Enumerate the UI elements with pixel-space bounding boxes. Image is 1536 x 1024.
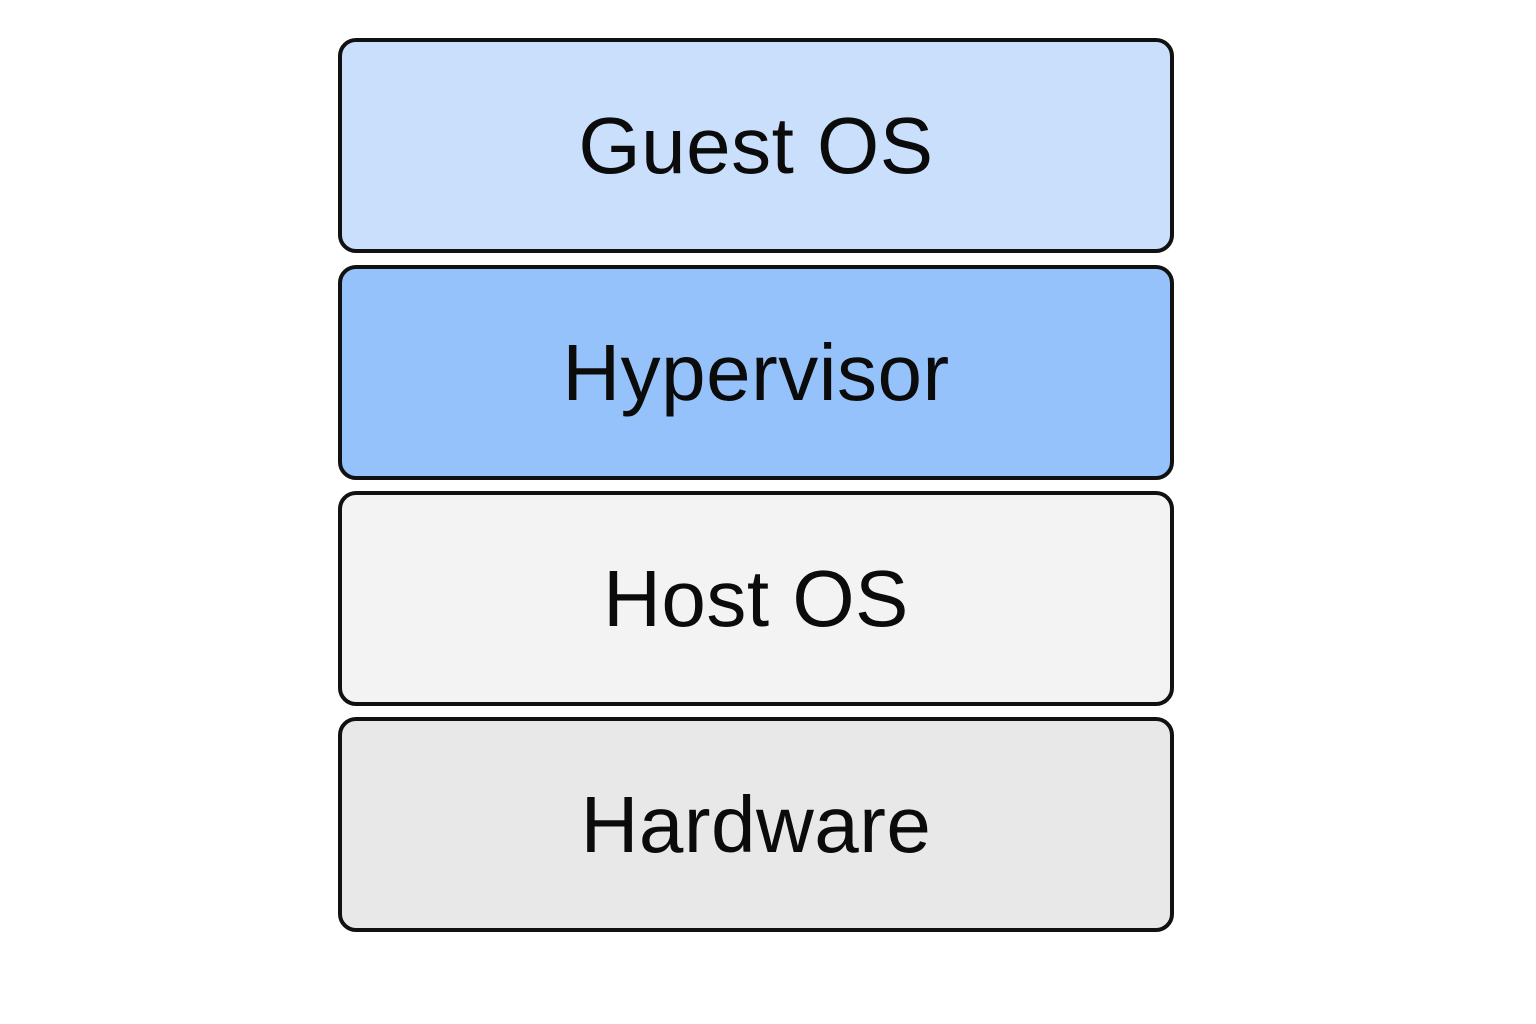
layer-guest-os: Guest OS xyxy=(338,38,1174,253)
layer-hypervisor: Hypervisor xyxy=(338,265,1174,480)
layer-label-host-os: Host OS xyxy=(603,553,909,643)
layer-label-hardware: Hardware xyxy=(580,779,932,869)
layer-host-os: Host OS xyxy=(338,491,1174,706)
layer-hardware: Hardware xyxy=(338,717,1174,932)
layer-label-guest-os: Guest OS xyxy=(578,100,934,190)
layer-label-hypervisor: Hypervisor xyxy=(562,327,950,417)
